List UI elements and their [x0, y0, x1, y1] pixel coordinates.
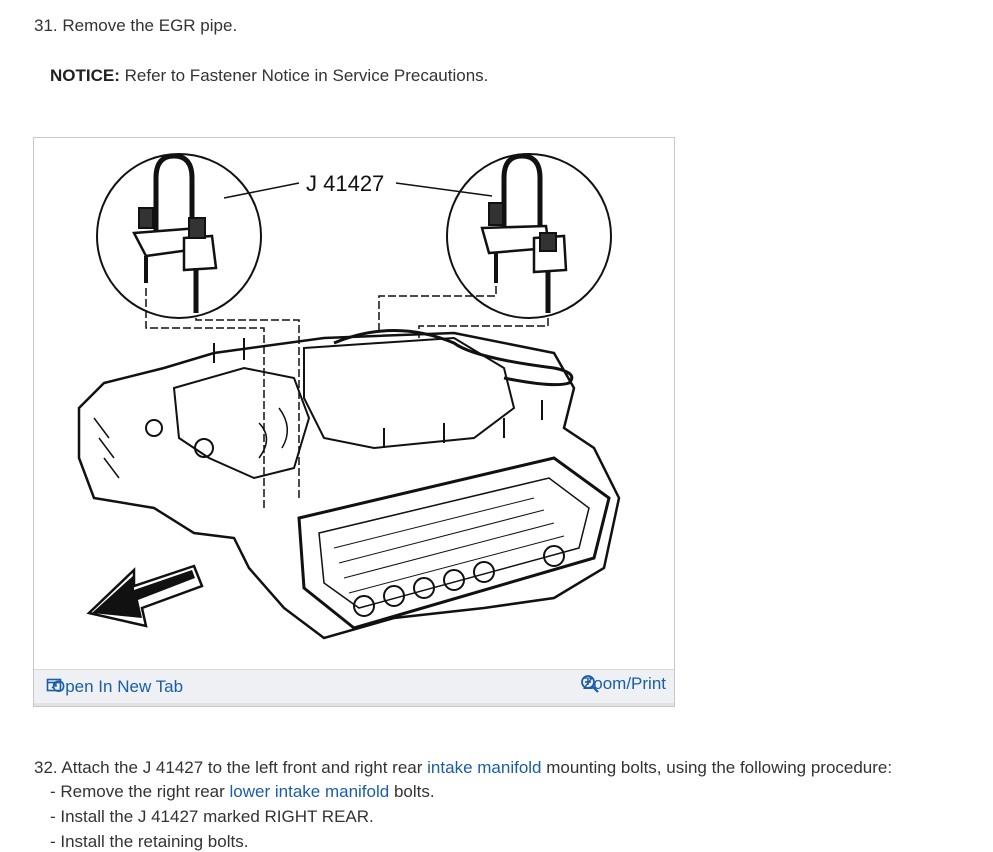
lower-intake-manifold-link[interactable]: lower intake manifold: [229, 782, 390, 801]
figure-toolbar: Open In New Tab Zoom/Print: [34, 669, 674, 706]
step-32-suffix: mounting bolts, using the following proc…: [541, 758, 893, 777]
zoom-label: Zoom/Print: [582, 674, 666, 693]
substep-2-text: - Install the J 41427 marked RIGHT REAR.: [50, 807, 374, 826]
figure-container: J 41427 Open In New Tab Zoom/Print: [33, 137, 675, 707]
step-32-text: 32. Attach the J 41427 to the left front…: [34, 758, 984, 778]
step-32-prefix: 32. Attach the J 41427 to the left front…: [34, 758, 428, 777]
substep-1-prefix: - Remove the right rear: [50, 782, 230, 801]
notice-label: NOTICE:: [50, 66, 120, 85]
notice-text: Refer to Fastener Notice in Service Prec…: [119, 66, 489, 85]
notice: NOTICE: Refer to Fastener Notice in Serv…: [50, 66, 488, 86]
direction-arrow: [86, 564, 204, 628]
substep-1: - Remove the right rear lower intake man…: [50, 782, 435, 802]
open-in-new-tab-link[interactable]: Open In New Tab: [46, 677, 183, 697]
zoom-print-link[interactable]: Zoom/Print: [580, 674, 666, 694]
substep-2: - Install the J 41427 marked RIGHT REAR.: [50, 807, 374, 827]
open-tab-label: Open In New Tab: [52, 677, 184, 696]
step-31-text: 31. Remove the EGR pipe.: [34, 16, 238, 35]
intake-manifold-link[interactable]: intake manifold: [427, 758, 542, 777]
callout-label: J 41427: [304, 171, 387, 197]
substep-3-text: - Install the retaining bolts.: [50, 832, 249, 851]
substep-3: - Install the retaining bolts.: [50, 832, 248, 852]
right-detail-circle: [446, 153, 612, 319]
substep-1-suffix: bolts.: [389, 782, 435, 801]
engine-illustration: [77, 153, 621, 640]
